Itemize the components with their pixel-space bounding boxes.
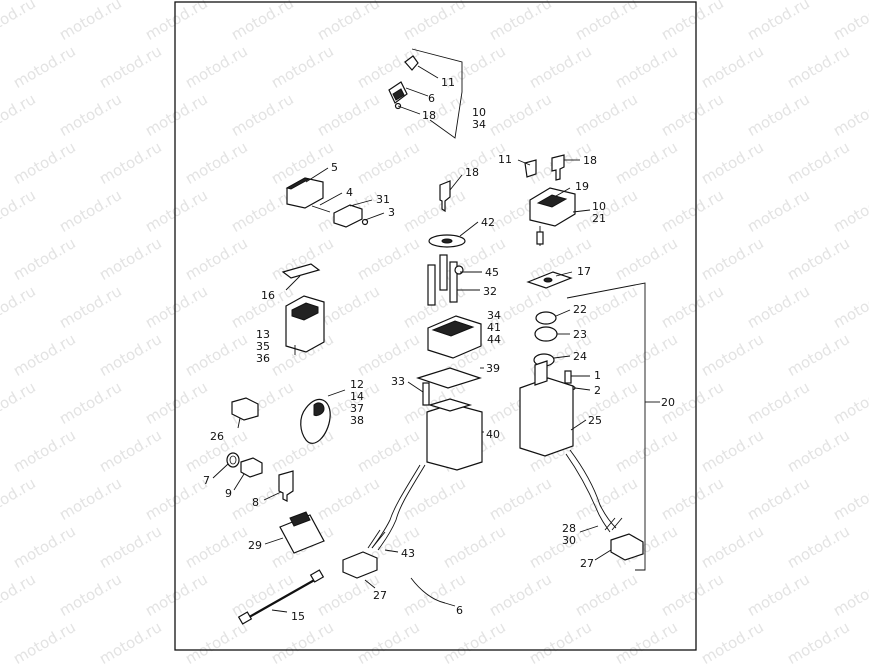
callout-label: 20 bbox=[661, 396, 675, 409]
bracket-plate-39 bbox=[416, 367, 482, 389]
callout-label: 6 bbox=[428, 92, 435, 105]
callout-label: 22 bbox=[573, 303, 587, 316]
callout-label: 18 bbox=[422, 109, 436, 122]
callout-label: 18 bbox=[583, 154, 597, 167]
callout-label: 3 bbox=[388, 206, 395, 219]
callout-label: 12 bbox=[350, 378, 364, 391]
callout-label: 34 bbox=[487, 309, 501, 322]
callout-label: 4 bbox=[346, 186, 353, 199]
cable-tie-part-6 bbox=[410, 577, 446, 604]
screw-set-part bbox=[427, 254, 464, 306]
callout-label: 24 bbox=[573, 350, 587, 363]
callout-label: 9 bbox=[225, 487, 232, 500]
bracket-part-16 bbox=[281, 263, 321, 279]
callout-label: 6 bbox=[456, 604, 463, 617]
coil-housing-part bbox=[427, 315, 482, 359]
terminal-clip-part bbox=[388, 55, 419, 110]
callout-label: 11 bbox=[498, 153, 512, 166]
callout-label: 19 bbox=[575, 180, 589, 193]
connector-part-26 bbox=[231, 397, 259, 421]
exploded-parts-diagram: 1161810345431318111819102142453217161335… bbox=[174, 1, 697, 651]
spacer-part-22 bbox=[535, 311, 557, 325]
ignition-coil-part-40 bbox=[371, 398, 483, 551]
callout-label: 18 bbox=[465, 166, 479, 179]
callout-label: 36 bbox=[256, 352, 270, 365]
callout-label: 17 bbox=[577, 265, 591, 278]
callout-label: 7 bbox=[203, 474, 210, 487]
callout-label: 13 bbox=[256, 328, 270, 341]
callout-label: 25 bbox=[588, 414, 602, 427]
screw-part-1 bbox=[564, 370, 572, 384]
callout-label: 23 bbox=[573, 328, 587, 341]
callout-label: 11 bbox=[441, 76, 455, 89]
callout-label: 27 bbox=[580, 557, 594, 570]
callout-label: 43 bbox=[401, 547, 415, 560]
kit-bracket-10 bbox=[411, 48, 463, 139]
plug-part-9 bbox=[240, 457, 263, 478]
callout-label: 1 bbox=[594, 369, 601, 382]
callout-label: 16 bbox=[261, 289, 275, 302]
callout-label: 32 bbox=[483, 285, 497, 298]
callout-label: 44 bbox=[487, 333, 501, 346]
callout-label: 38 bbox=[350, 414, 364, 427]
callout-label: 15 bbox=[291, 610, 305, 623]
callout-label: 45 bbox=[485, 266, 499, 279]
callout-label: 37 bbox=[350, 402, 364, 415]
screw-part-33 bbox=[422, 382, 430, 406]
terminal-part-18 bbox=[439, 180, 451, 213]
callout-label: 10 bbox=[472, 106, 486, 119]
callout-label: 27 bbox=[373, 589, 387, 602]
callout-label: 39 bbox=[486, 362, 500, 375]
clip-part-11 bbox=[524, 159, 537, 178]
terminal-part-8 bbox=[278, 470, 294, 502]
callout-label: 2 bbox=[594, 384, 601, 397]
callout-label: 31 bbox=[376, 193, 390, 206]
coil-cap-part bbox=[529, 187, 576, 246]
callout-label: 5 bbox=[331, 161, 338, 174]
connector-cap-part bbox=[285, 177, 369, 228]
callout-label: 42 bbox=[481, 216, 495, 229]
callout-label: 28 bbox=[562, 522, 576, 535]
callout-label: 8 bbox=[252, 496, 259, 509]
ignition-coil-part-25 bbox=[519, 360, 617, 533]
callout-label: 21 bbox=[592, 212, 606, 225]
callout-label: 40 bbox=[486, 428, 500, 441]
callout-label: 26 bbox=[210, 430, 224, 443]
callout-label: 35 bbox=[256, 340, 270, 353]
connector-part-27-left bbox=[342, 529, 386, 579]
module-part-13 bbox=[285, 295, 325, 355]
spark-plug-cable-part-15 bbox=[237, 569, 325, 625]
diagram-frame bbox=[174, 1, 697, 651]
spacer-part-23 bbox=[534, 326, 558, 342]
callout-label: 34 bbox=[472, 118, 486, 131]
callout-label: 10 bbox=[592, 200, 606, 213]
leader-lines bbox=[212, 65, 612, 613]
callout-label: 41 bbox=[487, 321, 501, 334]
callout-label: 33 bbox=[391, 375, 405, 388]
terminal-part-18-right bbox=[551, 154, 565, 181]
connector-part-27-right bbox=[604, 517, 644, 561]
callout-label: 30 bbox=[562, 534, 576, 547]
callout-label: 29 bbox=[248, 539, 262, 552]
callout-label: 14 bbox=[350, 390, 364, 403]
kit-bracket-20 bbox=[566, 282, 646, 571]
